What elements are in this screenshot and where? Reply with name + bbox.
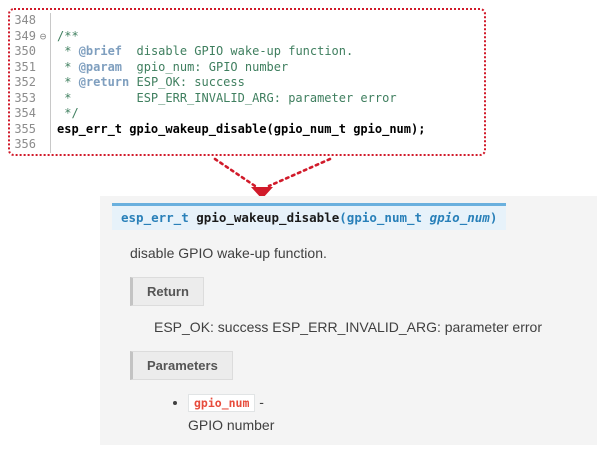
code-line[interactable]: 350 * @brief disable GPIO wake-up functi…	[10, 44, 484, 60]
code-text	[51, 137, 57, 153]
parameter-separator: -	[255, 394, 264, 410]
code-token-tag: @param	[78, 59, 123, 74]
return-section-header: Return	[130, 277, 204, 306]
function-description: disable GPIO wake-up function.	[130, 245, 327, 261]
return-section-text: ESP_OK: success ESP_ERR_INVALID_ARG: par…	[154, 319, 542, 335]
fold-column	[36, 44, 51, 60]
line-number: 350	[14, 44, 36, 58]
fold-column	[36, 121, 51, 137]
code-line[interactable]: 354 */	[10, 106, 484, 122]
code-token-tag: @brief	[78, 44, 123, 58]
code-token-comment: disable GPIO wake-up function.	[122, 44, 354, 58]
code-token-comment: *	[57, 75, 79, 89]
line-number: 356	[14, 137, 36, 151]
arrow-head	[251, 187, 273, 199]
signature-open-paren: (	[339, 210, 347, 225]
code-line[interactable]: 352 * @return ESP_OK: success	[10, 75, 484, 91]
fold-column	[36, 90, 51, 106]
code-text: /**	[51, 29, 79, 45]
arrow-right-line	[267, 157, 332, 188]
fold-column	[36, 75, 51, 91]
code-text: * @brief disable GPIO wake-up function.	[51, 44, 353, 60]
parameters-section-header: Parameters	[130, 351, 233, 380]
fold-column	[36, 13, 51, 29]
code-token-comment: *	[57, 44, 79, 58]
code-token-comment: ESP_OK: success	[129, 75, 245, 89]
code-token-tag: @return	[78, 75, 130, 89]
line-number: 353	[14, 90, 36, 105]
parameter-description: GPIO number	[188, 417, 275, 433]
code-line[interactable]: 348	[10, 13, 484, 29]
code-token-code-bold: esp_err_t gpio_wakeup_disable(gpio_num_t…	[57, 121, 426, 136]
code-text: * ESP_ERR_INVALID_ARG: parameter error	[51, 90, 397, 107]
code-token-comment: * ESP_ERR_INVALID_ARG: parameter error	[57, 90, 397, 105]
code-line[interactable]: 355 esp_err_t gpio_wakeup_disable(gpio_nu…	[10, 121, 484, 138]
line-number: 352	[14, 75, 36, 89]
dotted-arrow	[213, 157, 332, 199]
fold-column	[36, 106, 51, 122]
parameter-list: gpio_num - GPIO number	[110, 394, 587, 433]
line-number: 351	[14, 59, 36, 74]
code-text: */	[51, 106, 79, 122]
signature-function-name: gpio_wakeup_disable	[196, 210, 340, 225]
signature-param-name: gpio_num	[429, 210, 490, 225]
code-text: * @param gpio_num: GPIO number	[51, 60, 288, 76]
line-number: 354	[14, 106, 36, 120]
code-token-comment: */	[57, 106, 79, 120]
parameter-item: gpio_num - GPIO number	[188, 394, 587, 433]
code-line[interactable]: 356	[10, 137, 484, 153]
signature-return-type: esp_err_t	[121, 210, 197, 225]
code-line[interactable]: 351 * @param gpio_num: GPIO number	[10, 59, 484, 76]
code-token-comment: *	[57, 59, 79, 74]
code-line[interactable]: 349⊖ /**	[10, 28, 484, 45]
signature-param-type: gpio_num_t	[346, 210, 430, 225]
code-token-comment: gpio_num: GPIO number	[122, 59, 289, 74]
fold-column	[36, 137, 51, 153]
signature-close-paren: )	[489, 210, 498, 225]
function-signature: esp_err_t gpio_wakeup_disable(gpio_num_t…	[112, 203, 507, 230]
arrow-left-line	[213, 157, 257, 188]
docs-panel: esp_err_t gpio_wakeup_disable(gpio_num_t…	[100, 196, 597, 445]
line-number: 349	[14, 28, 36, 43]
code-token-comment: /**	[57, 28, 79, 43]
fold-toggle-icon[interactable]: ⊖	[36, 28, 51, 44]
fold-column	[36, 59, 51, 75]
code-text	[51, 13, 57, 29]
parameter-name-code: gpio_num	[188, 394, 256, 412]
code-text: esp_err_t gpio_wakeup_disable(gpio_num_t…	[51, 122, 425, 138]
code-text: * @return ESP_OK: success	[51, 75, 245, 91]
code-line[interactable]: 353 * ESP_ERR_INVALID_ARG: parameter err…	[10, 90, 484, 107]
line-number: 348	[14, 13, 36, 27]
line-number: 355	[14, 121, 36, 136]
